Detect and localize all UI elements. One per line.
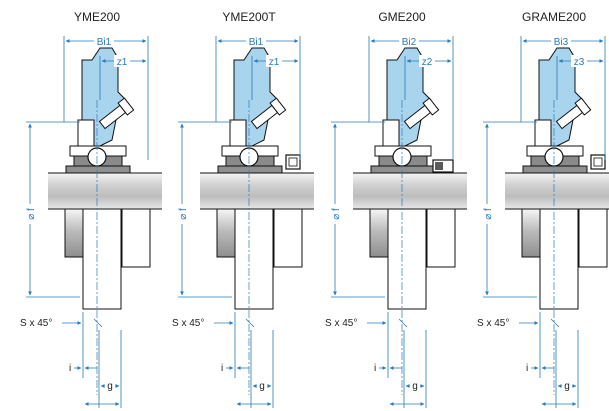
variant-yme200t: YME200T Bi1 z1 ⌀ f S x 45° i g (172, 10, 314, 408)
housing-lug (382, 119, 400, 147)
lower-flange-stub (578, 208, 608, 268)
lower-flange-stub (121, 208, 151, 268)
dim-z-label: z1 (269, 57, 280, 68)
dim-z-label: z3 (574, 57, 585, 68)
eccentric-collar-mark (435, 162, 443, 170)
dim-bi-bg (551, 35, 571, 47)
grease-nipple (250, 97, 287, 130)
housing-lug (534, 119, 552, 147)
dim-f-bg (24, 204, 36, 224)
dim-bi-label: Bi3 (554, 37, 569, 48)
dim-f-label: ⌀ f (26, 208, 37, 220)
dim-bi-bg (94, 35, 114, 47)
dim-g-bg (410, 378, 420, 390)
housing-lug (229, 119, 247, 147)
dim-bi-bg (246, 35, 266, 47)
dim-chamfer-label: S x 45° (20, 318, 52, 329)
lower-hub (64, 208, 84, 258)
dim-i-label: i (221, 363, 223, 374)
dim-g-label: g (564, 381, 570, 392)
nipple-head (422, 97, 440, 116)
dim-z-bg (571, 55, 587, 67)
grease-nipple (403, 97, 440, 130)
variant-title: YME200T (222, 10, 276, 24)
dim-chamfer-label: S x 45° (172, 318, 204, 329)
variant-title: GME200 (378, 10, 426, 24)
dim-f-label: ⌀ f (483, 208, 494, 220)
grease-nipple (98, 97, 135, 130)
dim-i-label: i (69, 363, 71, 374)
dim-ext (245, 318, 255, 328)
variant-title: GRAME200 (522, 10, 586, 24)
dim-chamfer-label: S x 45° (325, 318, 357, 329)
lower-flange-stub (426, 208, 456, 268)
flange-plate (387, 208, 427, 310)
lower-hub (369, 208, 389, 258)
variant-title: YME200 (74, 10, 120, 24)
shaft (505, 173, 609, 209)
housing-lug (77, 119, 95, 147)
dim-z-label: z1 (117, 57, 128, 68)
variant-grame200: GRAME200 Bi3 z3 ⌀ f S x 45° i g (477, 10, 609, 408)
setscrew-collar-inner (593, 157, 603, 167)
dim-g-label: g (412, 381, 418, 392)
setscrew-collar-inner (288, 157, 298, 167)
dim-i-label: i (526, 363, 528, 374)
dim-bi-label: Bi2 (402, 37, 417, 48)
lower-hub (216, 208, 236, 258)
shaft (353, 173, 467, 209)
shaft (48, 173, 162, 209)
dim-g-label: g (107, 381, 113, 392)
insert-sleeve (217, 165, 283, 174)
dim-ext (93, 318, 103, 328)
variant-gme200: GME200 Bi2 z2 ⌀ f S x 45° i g (325, 10, 467, 408)
dim-g-bg (257, 378, 267, 390)
dim-bi-label: Bi1 (249, 37, 264, 48)
dim-bi-label: Bi1 (97, 37, 112, 48)
nipple-head (574, 97, 592, 116)
dim-z-bg (266, 55, 282, 67)
flange-plate (82, 208, 122, 310)
dim-f-bg (329, 204, 341, 224)
insert-sleeve (522, 165, 588, 174)
dim-chamfer-label: S x 45° (477, 318, 509, 329)
dim-z-bg (114, 55, 130, 67)
dim-g-bg (562, 378, 572, 390)
dim-ext (550, 318, 560, 328)
flange-plate (234, 208, 274, 310)
dim-f-bg (481, 204, 493, 224)
dim-g-label: g (259, 381, 265, 392)
variant-yme200: YME200 Bi1 z1 ⌀ f S x 45° i g (20, 10, 162, 408)
lower-hub (521, 208, 541, 258)
grease-nipple (555, 97, 592, 130)
lower-flange-stub (273, 208, 303, 268)
dim-g-bg (105, 378, 115, 390)
shaft (200, 173, 314, 209)
insert-sleeve (370, 165, 436, 174)
nipple-head (117, 97, 135, 116)
dim-i-label: i (374, 363, 376, 374)
dim-z-bg (419, 55, 435, 67)
flange-plate (539, 208, 579, 310)
nipple-head (269, 97, 287, 116)
dim-bi-bg (399, 35, 419, 47)
dim-f-label: ⌀ f (331, 208, 342, 220)
dim-f-label: ⌀ f (178, 208, 189, 220)
dim-ext (398, 318, 408, 328)
dim-z-label: z2 (422, 57, 433, 68)
dim-f-bg (176, 204, 188, 224)
insert-sleeve (65, 165, 131, 174)
